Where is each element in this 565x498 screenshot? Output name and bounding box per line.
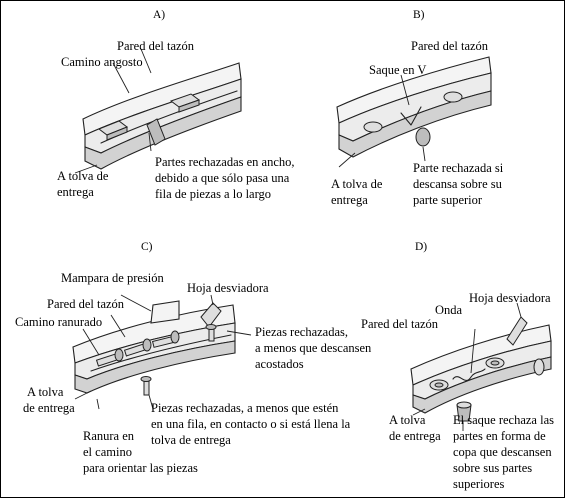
panel-b-hopper-line1: A tolva de xyxy=(331,177,383,191)
panel-a-hopper-line2: entrega xyxy=(57,185,94,199)
panel-b-v-notch xyxy=(400,106,422,126)
panel-c-rejected-right-line3: acostados xyxy=(255,357,304,371)
panel-b-part-2 xyxy=(443,91,463,103)
panel-c-rejected-right-line2: a menos que descansen xyxy=(255,341,372,355)
panel-c-bolts xyxy=(95,330,180,367)
panel-a-rejected-line1: Partes rechazadas en ancho, xyxy=(155,155,295,169)
panel-a-hopper-arrow xyxy=(74,164,98,174)
panel-c-pressure-screen xyxy=(150,300,180,324)
panel-d-rejected-line2: partes en forma de xyxy=(453,429,546,443)
panel-d-deflector-label: Hoja desviadora xyxy=(469,291,551,305)
panel-c-rejected-bottom-line2: en una fila, en contacto o si está llena… xyxy=(151,417,351,431)
panel-c-label: C) xyxy=(141,241,153,253)
panel-a-narrow-track-label: Camino angosto xyxy=(61,55,143,69)
panel-a-label: A) xyxy=(153,9,166,21)
panel-a-hopper-line1: A tolva de xyxy=(57,169,109,183)
panel-b-bowl-wall-label: Pared del tazón xyxy=(411,39,489,53)
panel-c-hopper-line2: de entrega xyxy=(23,401,75,415)
panel-c-grooved-track-label: Camino ranurado xyxy=(15,315,103,329)
panel-b-illustration xyxy=(336,56,492,168)
panel-d-rejected-line5: superiores xyxy=(453,477,505,491)
panel-a-part-2-side xyxy=(178,99,200,113)
panel-d-wave xyxy=(452,368,486,381)
panel-a-reject-arrow xyxy=(148,132,152,152)
panel-c-illustration xyxy=(72,294,252,410)
panel-a-bowl-wall-label: Pared del tazón xyxy=(117,39,195,53)
panel-d-rejected-line4: sobre sus partes xyxy=(453,461,533,475)
panel-b-rejected-line2: descansa sobre su xyxy=(413,177,502,191)
panel-c-pressure-screen-label: Mampara de presión xyxy=(61,271,164,285)
panel-d-rejected-line1: El saque rechaza las xyxy=(453,413,554,427)
panel-c-rejected-bottom-line1: Piezas rechazadas, a menos que estén xyxy=(151,401,339,415)
panel-d-track-side xyxy=(412,356,552,414)
panel-d-deflector-blade xyxy=(506,316,528,346)
panel-b-part-1 xyxy=(363,121,383,133)
panel-d-label: D) xyxy=(415,241,428,253)
panel-a-rejected-part xyxy=(146,118,166,146)
panel-b-rejected-line3: parte superior xyxy=(413,193,483,207)
panel-a-part-1-side xyxy=(106,126,128,141)
panel-c-deflector-label: Hoja desviadora xyxy=(187,281,269,295)
panel-b-hopper-line2: entrega xyxy=(331,193,368,207)
panel-c-deflector-blade xyxy=(200,302,222,328)
panel-b-label: B) xyxy=(413,9,425,21)
panel-c-hopper-line1: A tolva xyxy=(27,385,64,399)
panel-d-illustration xyxy=(410,302,552,431)
panel-c-bowl-wall-label: Pared del tazón xyxy=(47,297,125,311)
panel-b-v-notch-label: Saque en V xyxy=(369,63,427,77)
panel-d-bowl-wall-label: Pared del tazón xyxy=(361,317,439,331)
panel-b-track-side xyxy=(338,90,492,158)
panel-c-track-side xyxy=(74,340,236,394)
panel-c-rejected-right-line1: Piezas rechazadas, xyxy=(255,325,348,339)
panel-a-illustration xyxy=(74,48,242,174)
panel-c-groove-line3: para orientar las piezas xyxy=(83,461,198,475)
panel-d-hopper-line1: A tolva xyxy=(389,413,426,427)
panel-d-exit-part xyxy=(533,358,545,376)
panel-c-groove-line1: Ranura en xyxy=(83,429,135,443)
panel-b-rejected-line1: Parte rechazada si xyxy=(413,161,504,175)
panel-d-wave-label: Onda xyxy=(435,303,463,317)
panel-a-rejected-line2: debido a que sólo pasa una xyxy=(155,171,290,185)
panel-c-rejected-bottom-line3: tolva de entrega xyxy=(151,433,231,447)
panel-c-groove-line2: el camino xyxy=(83,445,132,459)
panel-b-rejected-part xyxy=(415,127,431,147)
panel-d-hopper-line2: de entrega xyxy=(389,429,441,443)
panel-a-rejected-line3: fila de piezas a lo largo xyxy=(155,187,272,201)
panel-d-rejected-line3: copa que descansen xyxy=(453,445,552,459)
